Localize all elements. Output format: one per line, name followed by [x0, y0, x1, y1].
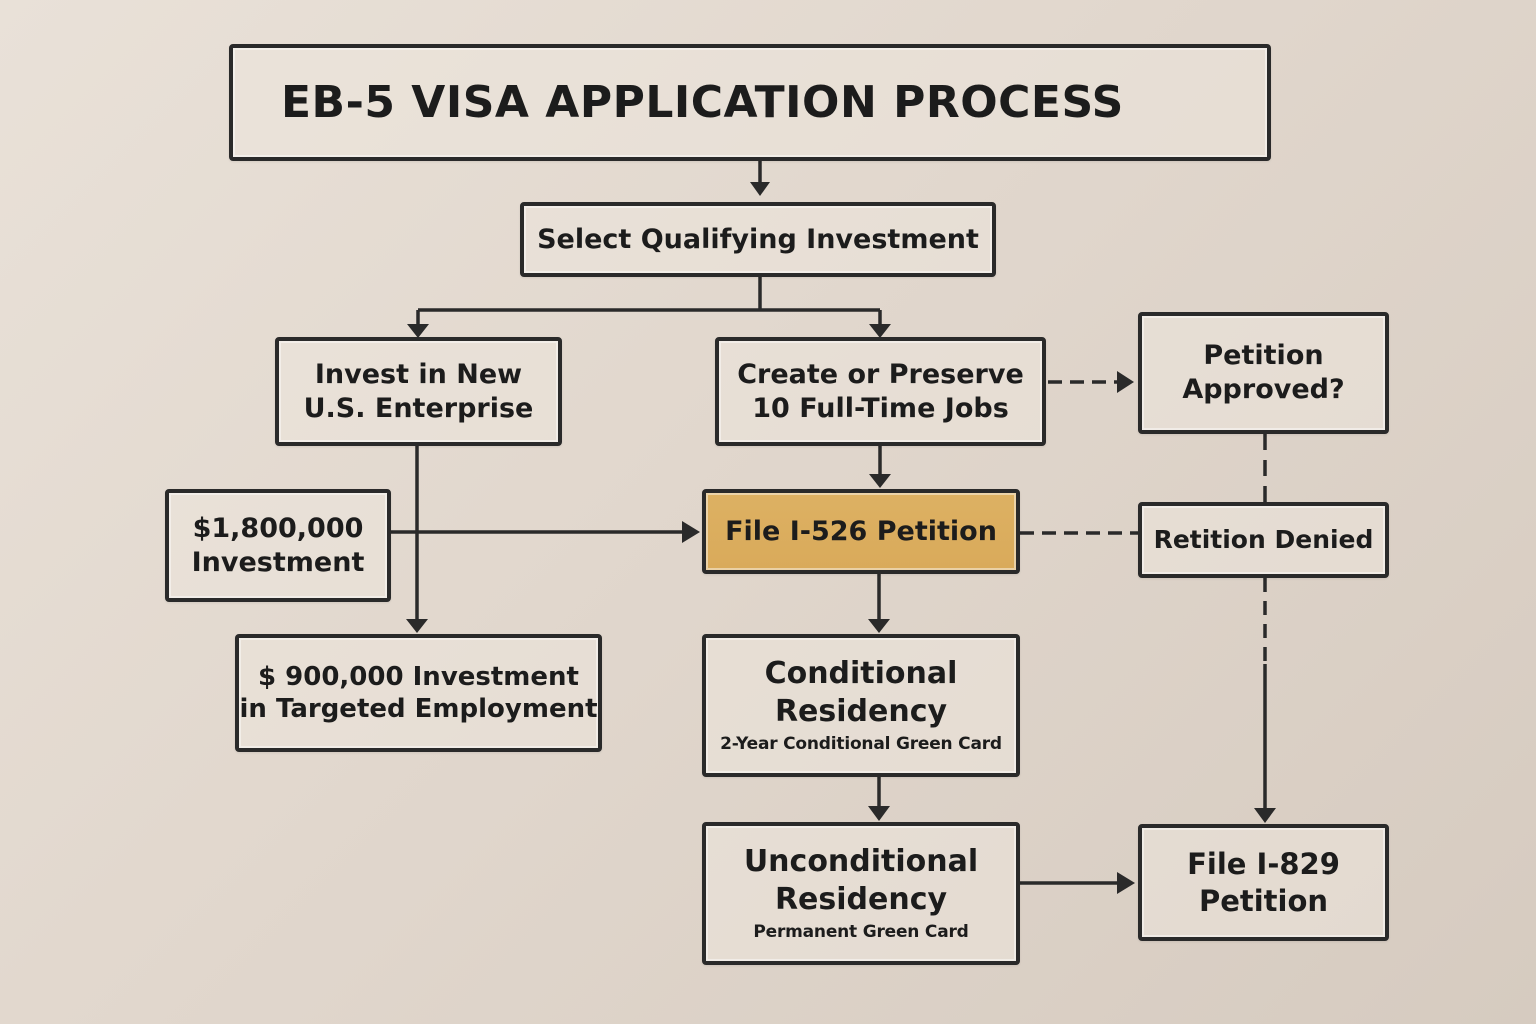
- edge-select-branch: [418, 277, 880, 312]
- node-invest-new-enterprise[interactable]: Invest in New U.S. Enterprise: [275, 337, 562, 446]
- page-title: EB-5 VISA APPLICATION PROCESS: [281, 77, 1124, 128]
- node-file-i526-petition[interactable]: File I-526 Petition: [702, 489, 1020, 574]
- node-label: Invest in New: [314, 358, 523, 390]
- node-label: Petition: [1198, 883, 1329, 918]
- node-label: U.S. Enterprise: [303, 392, 534, 424]
- arrowhead: [406, 619, 428, 633]
- node-select-qualifying-investment[interactable]: Select Qualifying Investment: [520, 202, 996, 277]
- node-label: Create or Preserve: [737, 358, 1024, 390]
- arrowhead: [869, 474, 891, 488]
- arrowhead: [682, 521, 700, 543]
- node-label: $ 900,000 Investment: [258, 661, 579, 692]
- node-label: Residency: [774, 881, 948, 917]
- node-label: File I-829: [1187, 847, 1340, 882]
- node-petition-approved[interactable]: Petition Approved?: [1138, 312, 1389, 434]
- node-label: Petition: [1203, 340, 1324, 372]
- title-box: EB-5 VISA APPLICATION PROCESS: [229, 44, 1271, 161]
- node-1800000-investment[interactable]: $1,800,000 Investment: [165, 489, 391, 602]
- arrowhead: [750, 182, 770, 196]
- node-label: Approved?: [1182, 374, 1345, 405]
- node-create-jobs[interactable]: Create or Preserve 10 Full-Time Jobs: [715, 337, 1046, 446]
- arrowhead: [1254, 808, 1276, 823]
- arrowhead: [1117, 371, 1134, 393]
- node-label: Unconditional: [743, 844, 979, 880]
- node-subtitle: Permanent Green Card: [753, 922, 969, 943]
- node-unconditional-residency[interactable]: Unconditional Residency Permanent Green …: [702, 822, 1020, 965]
- node-conditional-residency[interactable]: Conditional Residency 2-Year Conditional…: [702, 634, 1020, 777]
- node-label: Residency: [774, 693, 948, 729]
- node-label: Conditional: [764, 656, 958, 692]
- node-file-i829-petition[interactable]: File I-829 Petition: [1138, 824, 1389, 941]
- node-label: in Targeted Employment: [239, 694, 598, 724]
- node-petition-denied[interactable]: Retition Denied: [1138, 502, 1389, 578]
- node-900000-investment[interactable]: $ 900,000 Investment in Targeted Employm…: [235, 634, 602, 752]
- node-label: Select Qualifying Investment: [537, 223, 979, 255]
- node-label: File I-526 Petition: [725, 515, 997, 547]
- arrowhead: [407, 324, 429, 338]
- node-label: 10 Full-Time Jobs: [752, 392, 1009, 424]
- node-subtitle: 2-Year Conditional Green Card: [720, 734, 1002, 755]
- arrowhead: [868, 619, 890, 633]
- arrowhead: [868, 806, 890, 821]
- node-label: Retition Denied: [1153, 525, 1374, 555]
- arrowhead: [1117, 872, 1135, 894]
- arrowhead: [869, 324, 891, 338]
- node-label: $1,800,000: [192, 512, 364, 544]
- node-label: Investment: [191, 546, 365, 578]
